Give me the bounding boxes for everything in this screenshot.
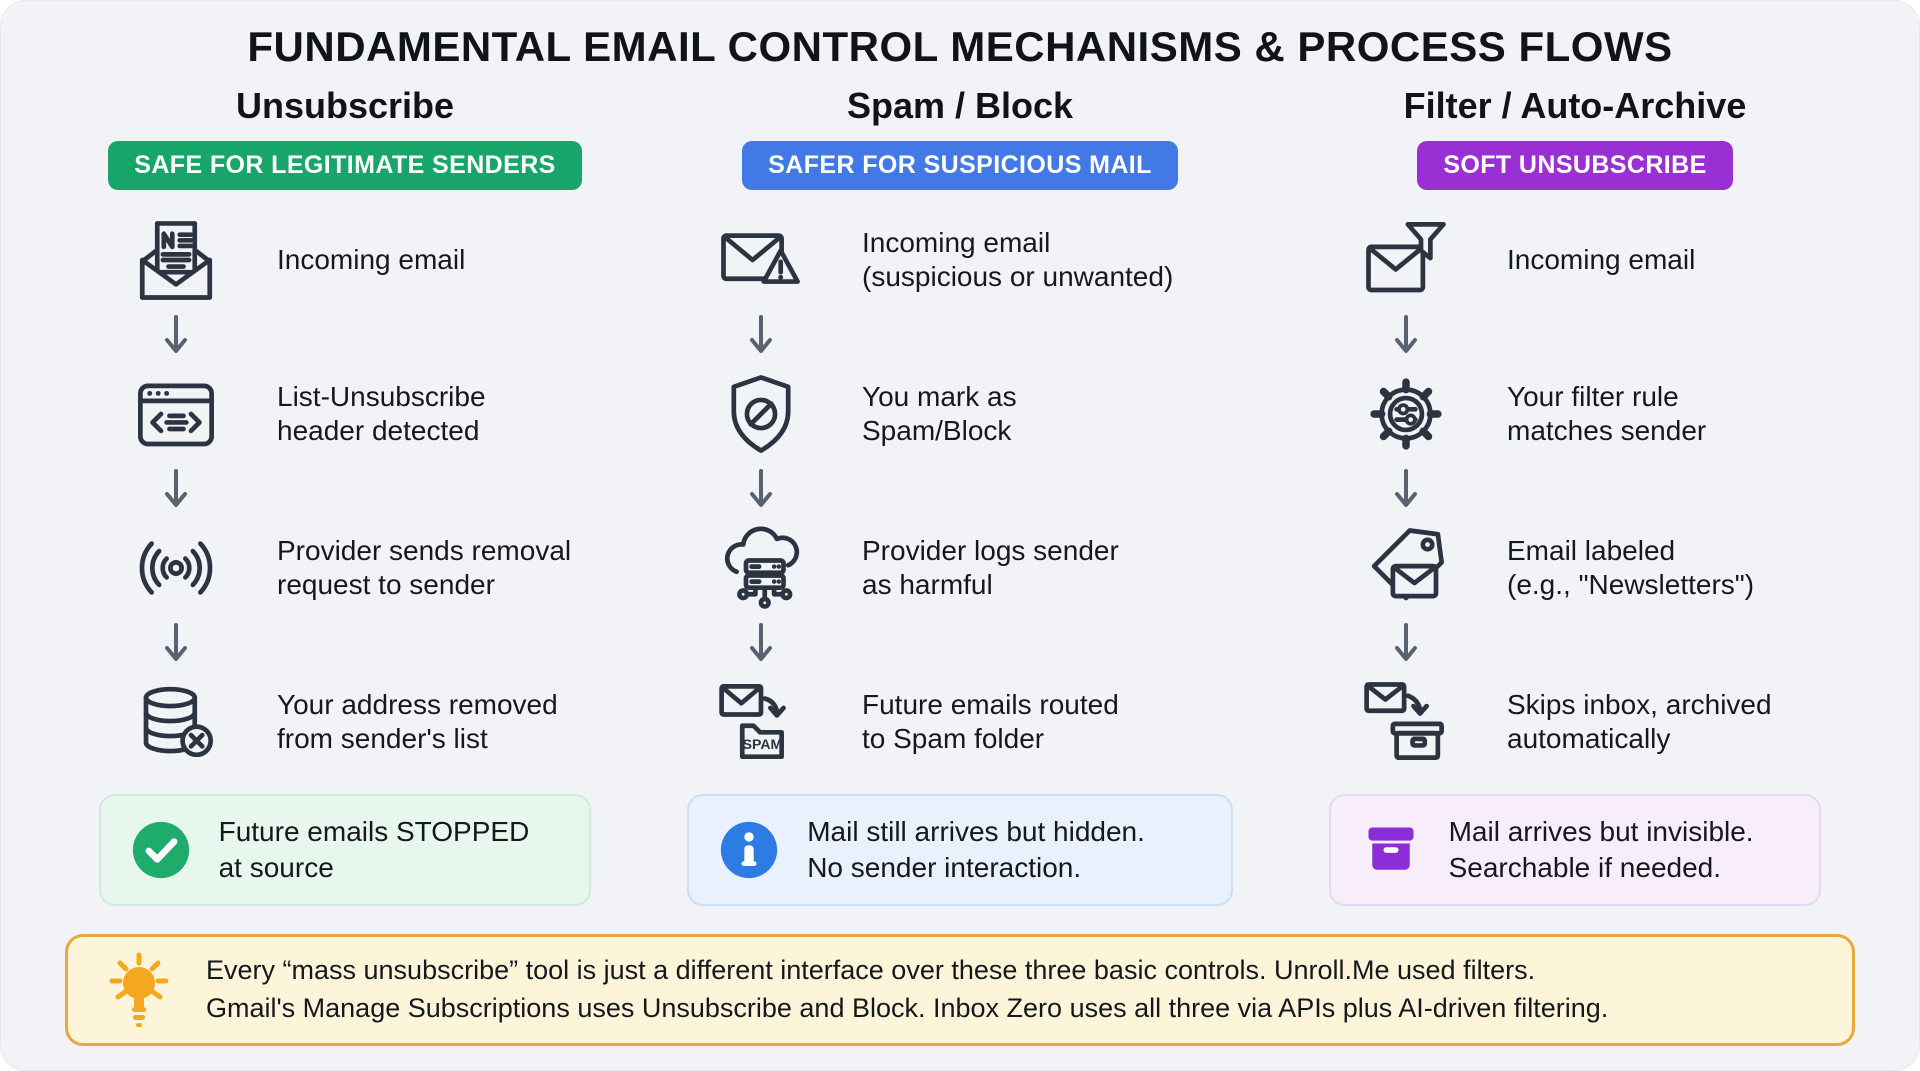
status-badge: SAFE FOR LEGITIMATE SENDERS: [108, 141, 582, 190]
note-text: Every “mass unsubscribe” tool is just a …: [206, 955, 1609, 1023]
broadcast-icon: [101, 523, 251, 613]
flow-step: Incoming email: [1295, 214, 1855, 306]
flow-step: List-Unsubscribe header detected: [65, 368, 625, 460]
flow-steps: Incoming email List-: [65, 214, 625, 768]
column-header: Spam / Block: [846, 85, 1074, 126]
step-label: You mark as Spam/Block: [862, 380, 1017, 446]
database-removed-icon: [101, 677, 251, 767]
check-circle-icon: [132, 821, 189, 879]
flow-arrow: [101, 460, 251, 522]
flow-steps: Incoming email: [1295, 214, 1855, 768]
flow-arrow: [1331, 460, 1481, 522]
result-box-filter: Mail arrives but invisible. Searchable i…: [1328, 794, 1822, 906]
step-label: Provider logs sender as harmful: [862, 534, 1119, 600]
filter-gear-icon: [1331, 369, 1481, 459]
flow-step: Your filter rule matches sender: [1295, 368, 1855, 460]
svg-text:SPAM: SPAM: [743, 736, 783, 752]
archive-email-icon: [1331, 677, 1481, 767]
archive-box-icon: [1368, 827, 1414, 870]
newsletter-email-icon: [101, 215, 251, 305]
result-label: Future emails STOPPED at source: [218, 816, 530, 883]
flow-steps: Incoming email (suspicious or unwanted) …: [650, 214, 1270, 768]
spam-folder-icon: SPAM: [686, 677, 836, 767]
filter-email-icon: [1331, 215, 1481, 305]
step-label: Provider sends removal request to sender: [277, 534, 572, 600]
label-email-icon: [1331, 523, 1481, 613]
step-label: Future emails routed to Spam folder: [862, 688, 1119, 754]
column-header: Filter / Auto-Archive: [1403, 85, 1747, 126]
flow-arrow: [1331, 614, 1481, 676]
result-box-spam: Mail still arrives but hidden. No sender…: [687, 794, 1233, 906]
flow-step: Your address removed from sender's list: [65, 676, 625, 768]
flow-step: Email labeled (e.g., "Newsletters"): [1295, 522, 1855, 614]
step-label: Incoming email: [277, 243, 466, 275]
step-label: Incoming email (suspicious or unwanted): [862, 226, 1174, 292]
lightbulb-icon: [109, 952, 169, 1027]
flow-arrow: [101, 306, 251, 368]
page-title: FUNDAMENTAL EMAIL CONTROL MECHANISMS & P…: [247, 23, 1673, 70]
flow-step: Provider logs sender as harmful: [650, 522, 1270, 614]
step-label: Incoming email: [1507, 243, 1696, 275]
step-label: Your address removed from sender's list: [277, 688, 558, 754]
column-spam-block: Spam / Block SAFER FOR SUSPICIOUS MAIL I…: [650, 83, 1270, 906]
flow-arrow: [1331, 306, 1481, 368]
flow-step: You mark as Spam/Block: [650, 368, 1270, 460]
columns-container: Unsubscribe SAFE FOR LEGITIMATE SENDERS: [65, 83, 1855, 906]
result-box-unsubscribe: Future emails STOPPED at source: [98, 794, 592, 906]
cloud-server-icon: [686, 523, 836, 613]
flow-arrow: [686, 614, 836, 676]
status-badge: SOFT UNSUBSCRIBE: [1417, 141, 1733, 190]
result-label: Mail still arrives but hidden. No sender…: [807, 816, 1145, 883]
result-label: Mail arrives but invisible. Searchable i…: [1448, 816, 1754, 883]
status-badge: SAFER FOR SUSPICIOUS MAIL: [742, 141, 1178, 190]
key-insight-note: Every “mass unsubscribe” tool is just a …: [65, 934, 1855, 1046]
step-label: List-Unsubscribe header detected: [277, 380, 486, 446]
flow-arrow: [686, 460, 836, 522]
flow-arrow: [686, 306, 836, 368]
flow-step: Provider sends removal request to sender: [65, 522, 625, 614]
flow-step: Incoming email (suspicious or unwanted): [650, 214, 1270, 306]
shield-block-icon: [686, 369, 836, 459]
flow-step: Incoming email: [65, 214, 625, 306]
step-label: Skips inbox, archived automatically: [1507, 688, 1772, 754]
info-circle-icon: [721, 821, 778, 879]
column-filter-archive: Filter / Auto-Archive SOFT UNSUBSCRIBE I…: [1295, 83, 1855, 906]
step-label: Email labeled (e.g., "Newsletters"): [1507, 534, 1755, 600]
code-header-icon: [101, 369, 251, 459]
flow-step: SPAM Future emails routed to Spam folder: [650, 676, 1270, 768]
column-header: Unsubscribe: [235, 85, 455, 126]
step-label: Your filter rule matches sender: [1507, 380, 1707, 446]
flow-step: Skips inbox, archived automatically: [1295, 676, 1855, 768]
column-unsubscribe: Unsubscribe SAFE FOR LEGITIMATE SENDERS: [65, 83, 625, 906]
flow-arrow: [101, 614, 251, 676]
suspicious-email-icon: [686, 215, 836, 305]
